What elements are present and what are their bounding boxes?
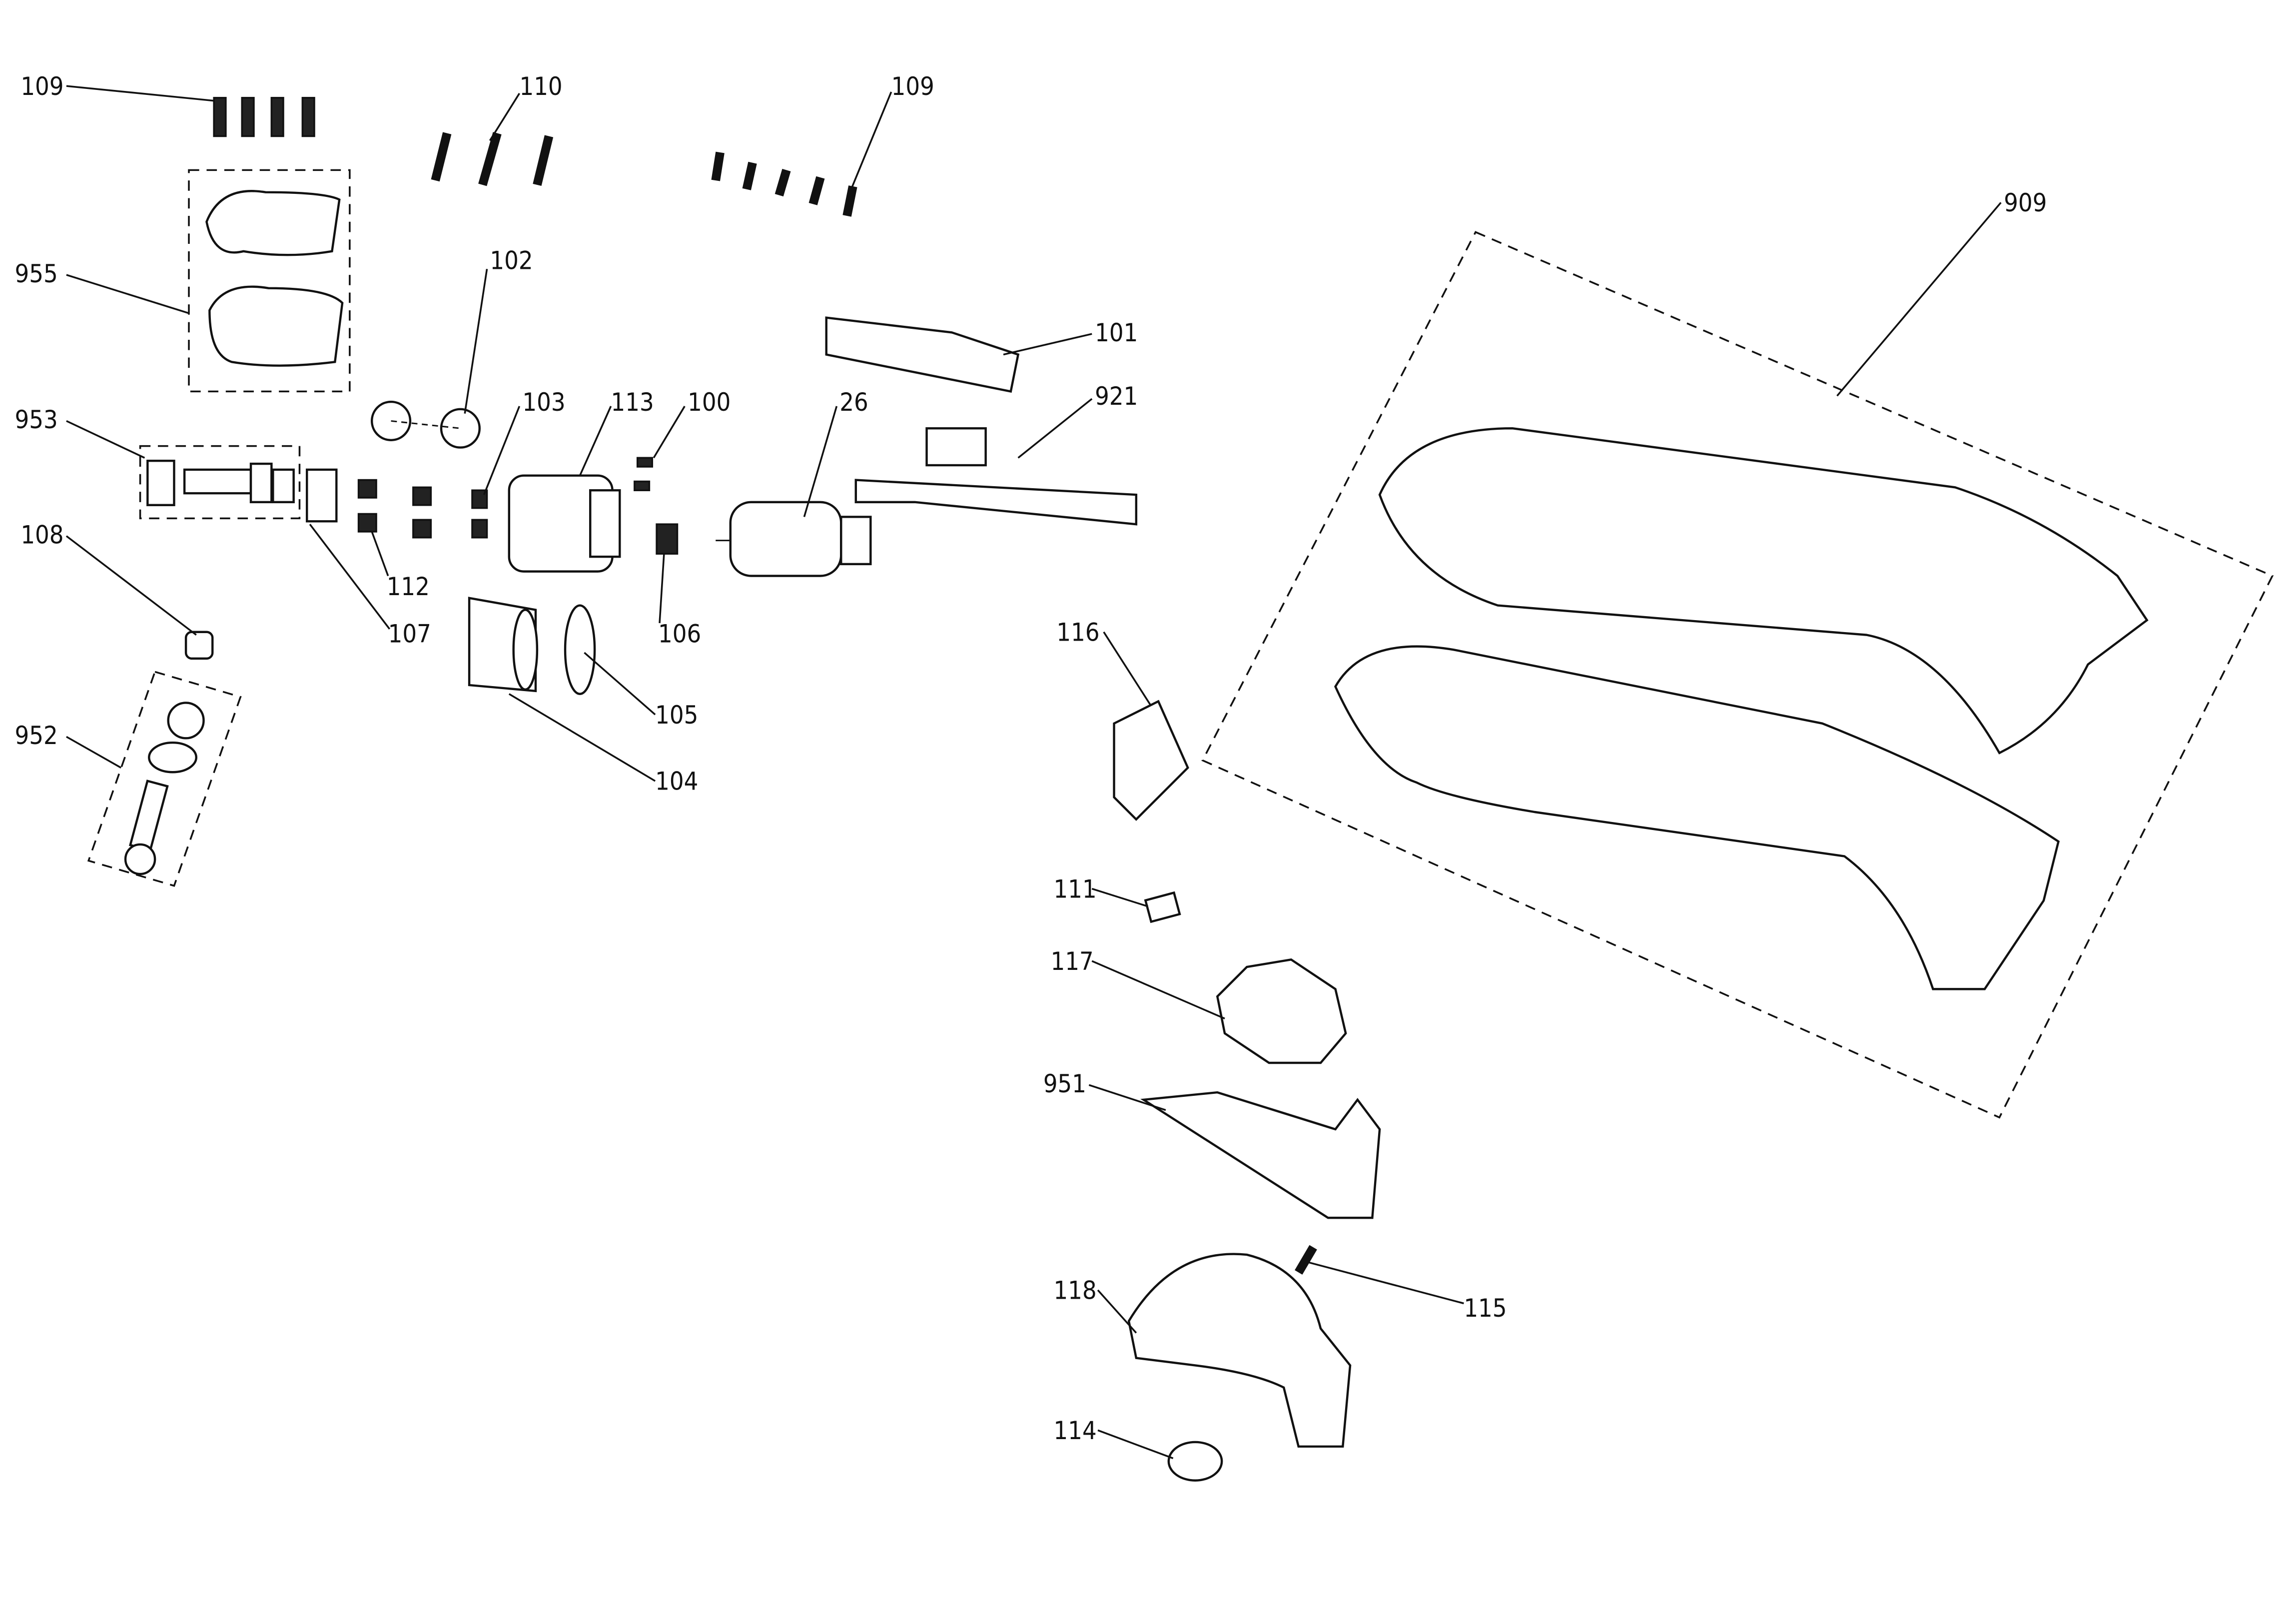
part-118-guard — [1127, 1253, 1352, 1448]
part-921-switch-rod — [854, 427, 1138, 526]
part-102-carriers — [370, 400, 481, 449]
callout-953: 953 — [15, 405, 58, 434]
part-100-screws — [634, 457, 654, 491]
part-106-pinion — [656, 523, 679, 555]
callout-115: 115 — [1464, 1293, 1507, 1323]
callout-101: 101 — [1095, 318, 1138, 347]
callout-100: 100 — [688, 387, 731, 417]
callout-112: 112 — [387, 572, 430, 601]
group-box-955 — [188, 169, 351, 393]
part-101-switch — [825, 316, 1020, 393]
callout-921: 921 — [1095, 381, 1138, 411]
callout-108: 108 — [20, 520, 63, 550]
callout-110: 110 — [519, 71, 562, 101]
callout-105: 105 — [655, 700, 698, 730]
callout-107: 107 — [388, 619, 431, 648]
part-110-screws — [431, 132, 554, 186]
callout-951: 951 — [1043, 1069, 1086, 1098]
callout-109-left: 109 — [20, 71, 63, 101]
callout-117: 117 — [1051, 946, 1094, 976]
callout-955: 955 — [15, 259, 58, 288]
part-113-gearbox — [508, 474, 621, 573]
part-114-cap — [1167, 1441, 1223, 1482]
part-107-carrier — [306, 468, 338, 523]
callout-952: 952 — [15, 721, 58, 750]
callout-118: 118 — [1054, 1276, 1097, 1305]
group-box-953 — [139, 445, 301, 520]
part-109-screws-right — [711, 151, 857, 217]
part-953-spindle — [146, 459, 295, 506]
part-105-washer — [564, 604, 596, 695]
part-111-clip — [1144, 891, 1181, 923]
group-box-909 — [1201, 231, 2274, 1119]
part-109-screws-left — [213, 96, 315, 137]
part-112-planet-gears — [357, 479, 432, 539]
part-951-guard-bracket — [1140, 1091, 1381, 1219]
callout-909: 909 — [2004, 188, 2047, 217]
part-103-gears — [471, 489, 488, 539]
part-955-gear-housing — [205, 190, 344, 367]
part-117-plate — [1216, 958, 1347, 1064]
part-108-bushing — [184, 631, 214, 660]
callout-116: 116 — [1056, 617, 1099, 647]
callout-114: 114 — [1054, 1416, 1097, 1445]
part-909-housing — [1334, 427, 2149, 990]
callout-104: 104 — [655, 767, 698, 796]
part-26-motor — [716, 501, 872, 577]
callout-113: 113 — [611, 387, 654, 417]
part-952-output-shaft — [124, 702, 205, 875]
callout-102: 102 — [490, 245, 533, 275]
group-box-952 — [87, 671, 242, 887]
callout-109-right: 109 — [891, 71, 934, 101]
part-115-screw — [1295, 1245, 1317, 1275]
callout-111: 111 — [1054, 874, 1097, 903]
part-104-ring-gear — [468, 597, 539, 693]
callout-26: 26 — [839, 387, 868, 417]
callout-106: 106 — [658, 619, 701, 648]
callout-103: 103 — [522, 387, 565, 417]
leader-lines — [65, 85, 2002, 1460]
part-116-switch-plate — [1113, 700, 1189, 821]
